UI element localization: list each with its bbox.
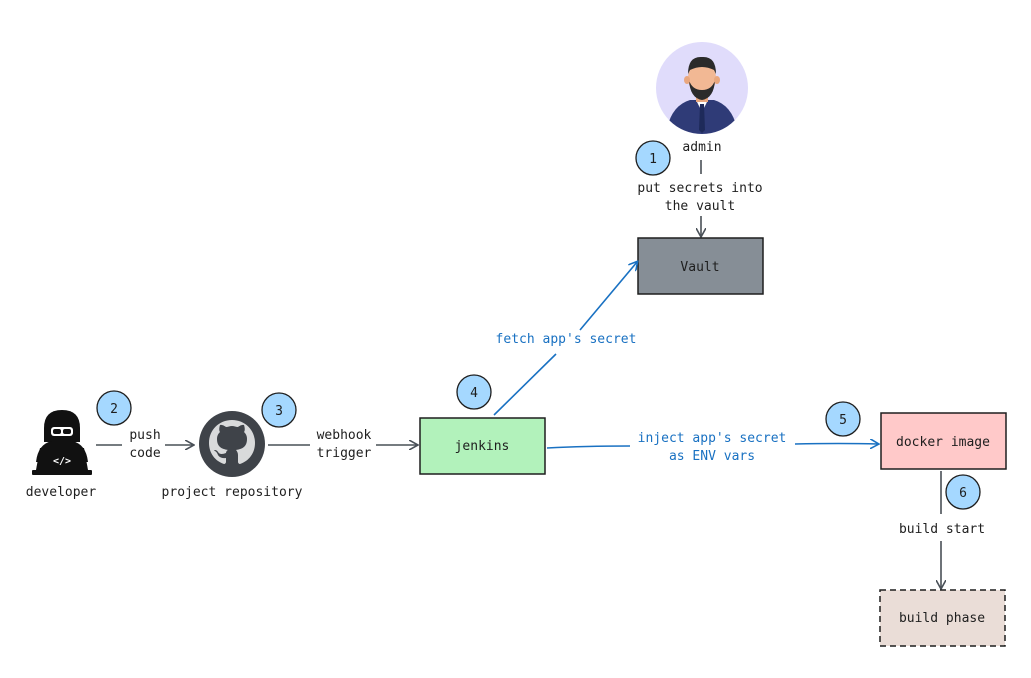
vault-label: Vault <box>680 260 719 275</box>
admin-avatar-icon <box>656 42 748 134</box>
developer-icon: </> <box>32 410 92 475</box>
docker-image-node[interactable]: docker image <box>880 412 1007 470</box>
step-number: 5 <box>839 413 847 428</box>
repository-label: project repository <box>162 485 303 500</box>
build-phase-label: build phase <box>899 611 985 626</box>
edge-label-inject-secret: as ENV vars <box>669 449 755 464</box>
step-number: 3 <box>275 404 283 419</box>
build-phase-node[interactable]: build phase <box>879 589 1006 647</box>
step-badge-5: 5 <box>825 401 861 437</box>
edge-label-inject-secret: inject app's secret <box>638 431 787 446</box>
svg-text:</>: </> <box>53 456 71 467</box>
jenkins-to-vault-edge <box>493 353 557 416</box>
jenkins-to-docker-arrow <box>794 444 878 445</box>
step-badge-3: 3 <box>261 392 297 428</box>
edge-label-fetch-secret: fetch app's secret <box>496 332 637 347</box>
step-badge-6: 6 <box>945 474 981 510</box>
jenkins-node[interactable]: jenkins <box>419 417 546 475</box>
edge-label-webhook-trigger: trigger <box>317 446 372 461</box>
jenkins-label: jenkins <box>455 439 510 454</box>
docker-image-label: docker image <box>896 435 990 450</box>
edge-label-push-code: push <box>129 428 160 443</box>
edge-label-push-code: code <box>129 446 160 461</box>
step-badge-4: 4 <box>456 374 492 410</box>
admin-label: admin <box>682 140 721 155</box>
jenkins-to-docker-edge <box>546 445 631 449</box>
developer-label: developer <box>26 485 97 500</box>
edge-label-build-start: build start <box>899 522 985 537</box>
edge-label-webhook-trigger: webhook <box>317 428 372 443</box>
step-number: 6 <box>959 486 967 501</box>
edge-label-put-secrets: put secrets into <box>637 181 762 196</box>
step-badge-2: 2 <box>96 390 132 426</box>
jenkins-to-vault-arrow <box>579 262 637 331</box>
vault-node[interactable]: Vault <box>637 237 764 295</box>
github-icon <box>199 411 265 477</box>
edge-label-put-secrets: the vault <box>665 199 735 214</box>
step-number: 1 <box>649 152 657 167</box>
step-number: 2 <box>110 402 118 417</box>
step-number: 4 <box>470 386 478 401</box>
step-badge-1: 1 <box>635 140 671 176</box>
